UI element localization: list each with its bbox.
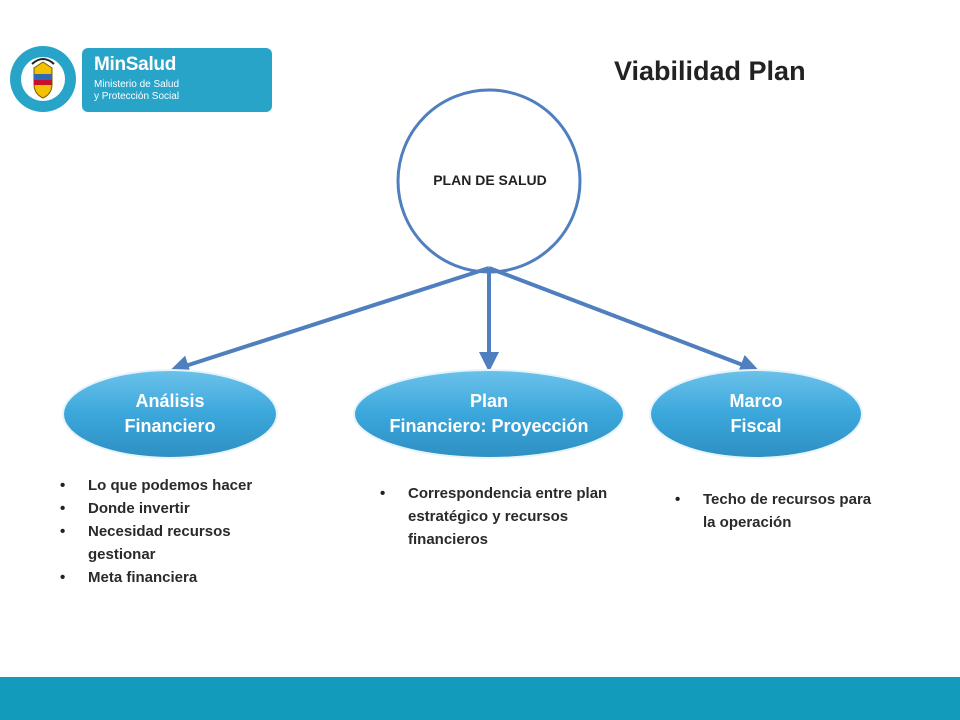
bullets-marco: Techo de recursos para la operación	[675, 488, 875, 534]
logo-name: MinSalud	[94, 54, 177, 75]
node-label-analisis: Análisis Financiero	[124, 391, 216, 436]
root-label: PLAN DE SALUD	[433, 172, 547, 188]
connector-left	[169, 266, 490, 375]
colombia-seal-icon	[10, 46, 76, 112]
node-label-marco: Marco Fiscal	[729, 391, 783, 436]
footer-bar	[0, 677, 960, 720]
node-label-plan: Plan Financiero: Proyección	[389, 391, 589, 436]
bullet-item: Meta financiera	[60, 566, 300, 589]
node-plan-financiero	[353, 369, 625, 459]
logo-subtitle-line1: Ministerio de Salud	[94, 79, 180, 90]
bullet-item: Necesidad recursos gestionar	[60, 520, 300, 566]
minsalud-brand-box: MinSalud Ministerio de Salud y Protecció…	[82, 48, 272, 112]
bullet-item: Correspondencia entre plan estratégico y…	[380, 482, 628, 551]
bullets-analisis: Lo que podemos hacer Donde invertir Nece…	[60, 474, 300, 589]
node-marco-fiscal	[649, 369, 863, 459]
slide-title: Viabilidad Plan	[614, 56, 806, 86]
bullet-item: Donde invertir	[60, 497, 300, 520]
bullets-plan: Correspondencia entre plan estratégico y…	[380, 482, 628, 551]
logo-subtitle-line2: y Protección Social	[94, 91, 180, 102]
node-analisis-financiero	[62, 369, 278, 459]
minsalud-logo: MinSalud Ministerio de Salud y Protecció…	[8, 44, 272, 114]
connector-right	[488, 266, 760, 374]
bullet-item: Techo de recursos para la operación	[675, 488, 875, 534]
bullet-item: Lo que podemos hacer	[60, 474, 300, 497]
